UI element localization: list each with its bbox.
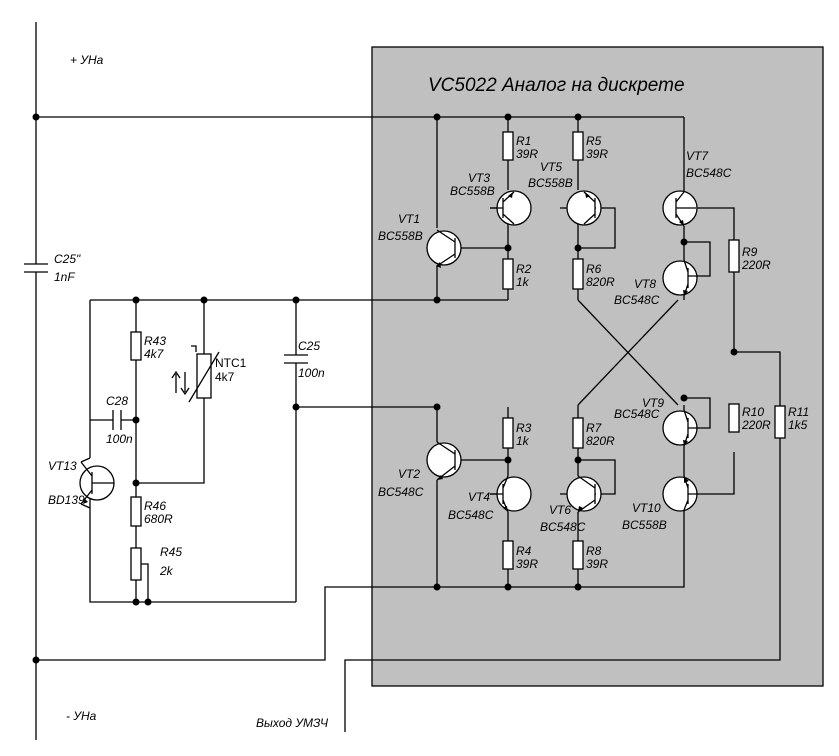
- ntc1-value: 4k7: [215, 370, 235, 384]
- r9-value: 220R: [741, 258, 771, 272]
- vt2-type: BC548C: [378, 485, 424, 499]
- r2-name: R2: [516, 262, 532, 276]
- transistor-vt7: [662, 190, 698, 227]
- resistor-r6: [572, 258, 584, 290]
- vt10-type: BC558B: [622, 518, 667, 532]
- trimmer-r45: [130, 547, 149, 581]
- r5-name: R5: [586, 134, 602, 148]
- resistor-r10: [728, 403, 740, 433]
- bias-junction-dots: [32, 113, 300, 664]
- r8-value: 39R: [586, 557, 608, 571]
- r43-name: R43: [144, 334, 166, 348]
- transistor-vt8: [662, 259, 702, 297]
- r11-name: R11: [788, 405, 809, 419]
- vt1-type: BC558B: [378, 229, 423, 243]
- vt8-type: BC548C: [614, 293, 660, 307]
- capacitor-c25-2: [24, 263, 48, 273]
- resistor-r46: [130, 496, 142, 527]
- r46-value: 680R: [144, 512, 173, 526]
- minus-rail-label: - УНа: [66, 709, 97, 723]
- r3-name: R3: [516, 421, 532, 435]
- r11-value: 1k5: [788, 418, 808, 432]
- r4-value: 39R: [516, 557, 538, 571]
- resistor-r5: [572, 131, 584, 161]
- r6-value: 820R: [586, 275, 615, 289]
- c25-name: C25: [298, 339, 320, 353]
- resistor-r3: [502, 417, 514, 449]
- vt4-type: BC548C: [448, 508, 494, 522]
- vt5-name: VT5: [540, 160, 562, 174]
- bias-network-wires: [89, 299, 437, 603]
- resistor-r4: [502, 540, 514, 570]
- transistor-vt3: [490, 190, 532, 226]
- vt9-name: VT9: [642, 396, 664, 410]
- transistor-vt6: [566, 475, 602, 513]
- vt6-name: VT6: [549, 503, 571, 517]
- vc5022-module-box: [371, 46, 824, 687]
- vt5-type: BC558B: [528, 176, 573, 190]
- ntc1-name: NTC1: [215, 356, 247, 370]
- c25-2-name: C25": [54, 252, 81, 266]
- transistor-vt9: [662, 409, 702, 447]
- vt3-type: BC558B: [450, 184, 495, 198]
- capacitor-c28: [112, 410, 122, 430]
- thermistor-ntc1: [171, 345, 220, 403]
- r3-value: 1k: [516, 434, 530, 448]
- r10-name: R10: [742, 405, 764, 419]
- resistor-r9: [728, 239, 740, 273]
- c25-value: 100n: [298, 366, 325, 380]
- resistor-r2: [502, 258, 514, 290]
- capacitor-c25: [284, 354, 308, 364]
- vt9-type: BC548C: [614, 407, 660, 421]
- resistor-r43: [130, 331, 142, 361]
- transistor-vt2: [426, 441, 462, 481]
- module-resistors: [502, 131, 786, 570]
- r46-name: R46: [144, 499, 166, 513]
- transistor-vt4: [490, 475, 532, 513]
- resistor-r1: [502, 131, 514, 161]
- r2-value: 1k: [516, 275, 530, 289]
- vt1-name: VT1: [398, 212, 420, 226]
- resistor-r8: [572, 540, 584, 570]
- r1-value: 39R: [516, 147, 538, 161]
- r45-name: R45: [160, 545, 182, 559]
- vt6-type: BC548C: [540, 520, 586, 534]
- c28-name: C28: [106, 394, 128, 408]
- transistor-vt5: [566, 190, 602, 226]
- vt13-type: BD139: [48, 493, 85, 507]
- r9-name: R9: [742, 245, 758, 259]
- vt7-type: BC548C: [686, 166, 732, 180]
- vt13-name: VT13: [48, 459, 77, 473]
- plus-rail-label: + УНа: [70, 53, 104, 67]
- module-junction-dots: [433, 113, 738, 591]
- c28-value: 100n: [106, 432, 133, 446]
- vt4-name: VT4: [468, 490, 490, 504]
- r45-value: 2k: [159, 564, 174, 578]
- transistor-vt1: [426, 229, 462, 268]
- vt3-name: VT3: [468, 171, 490, 185]
- resistor-r11: [774, 405, 786, 439]
- r8-name: R8: [586, 544, 602, 558]
- transistor-vt13: [79, 457, 115, 509]
- vt7-name: VT7: [686, 149, 709, 163]
- r43-value: 4k7: [144, 347, 165, 361]
- r10-value: 220R: [741, 418, 771, 432]
- output-label: Выход УМЗЧ: [256, 716, 329, 730]
- r7-value: 820R: [586, 434, 615, 448]
- r5-value: 39R: [586, 147, 608, 161]
- c25-2-value: 1nF: [54, 270, 75, 284]
- vt2-name: VT2: [398, 467, 420, 481]
- vt8-name: VT8: [634, 277, 656, 291]
- vt10-name: VT10: [632, 501, 661, 515]
- r6-name: R6: [586, 262, 602, 276]
- module-title: VC5022 Аналог на дискрете: [428, 75, 685, 96]
- r4-name: R4: [516, 544, 532, 558]
- resistor-r7: [572, 417, 584, 449]
- transistor-vt10: [662, 475, 702, 512]
- r1-name: R1: [516, 134, 531, 148]
- r7-name: R7: [586, 421, 603, 435]
